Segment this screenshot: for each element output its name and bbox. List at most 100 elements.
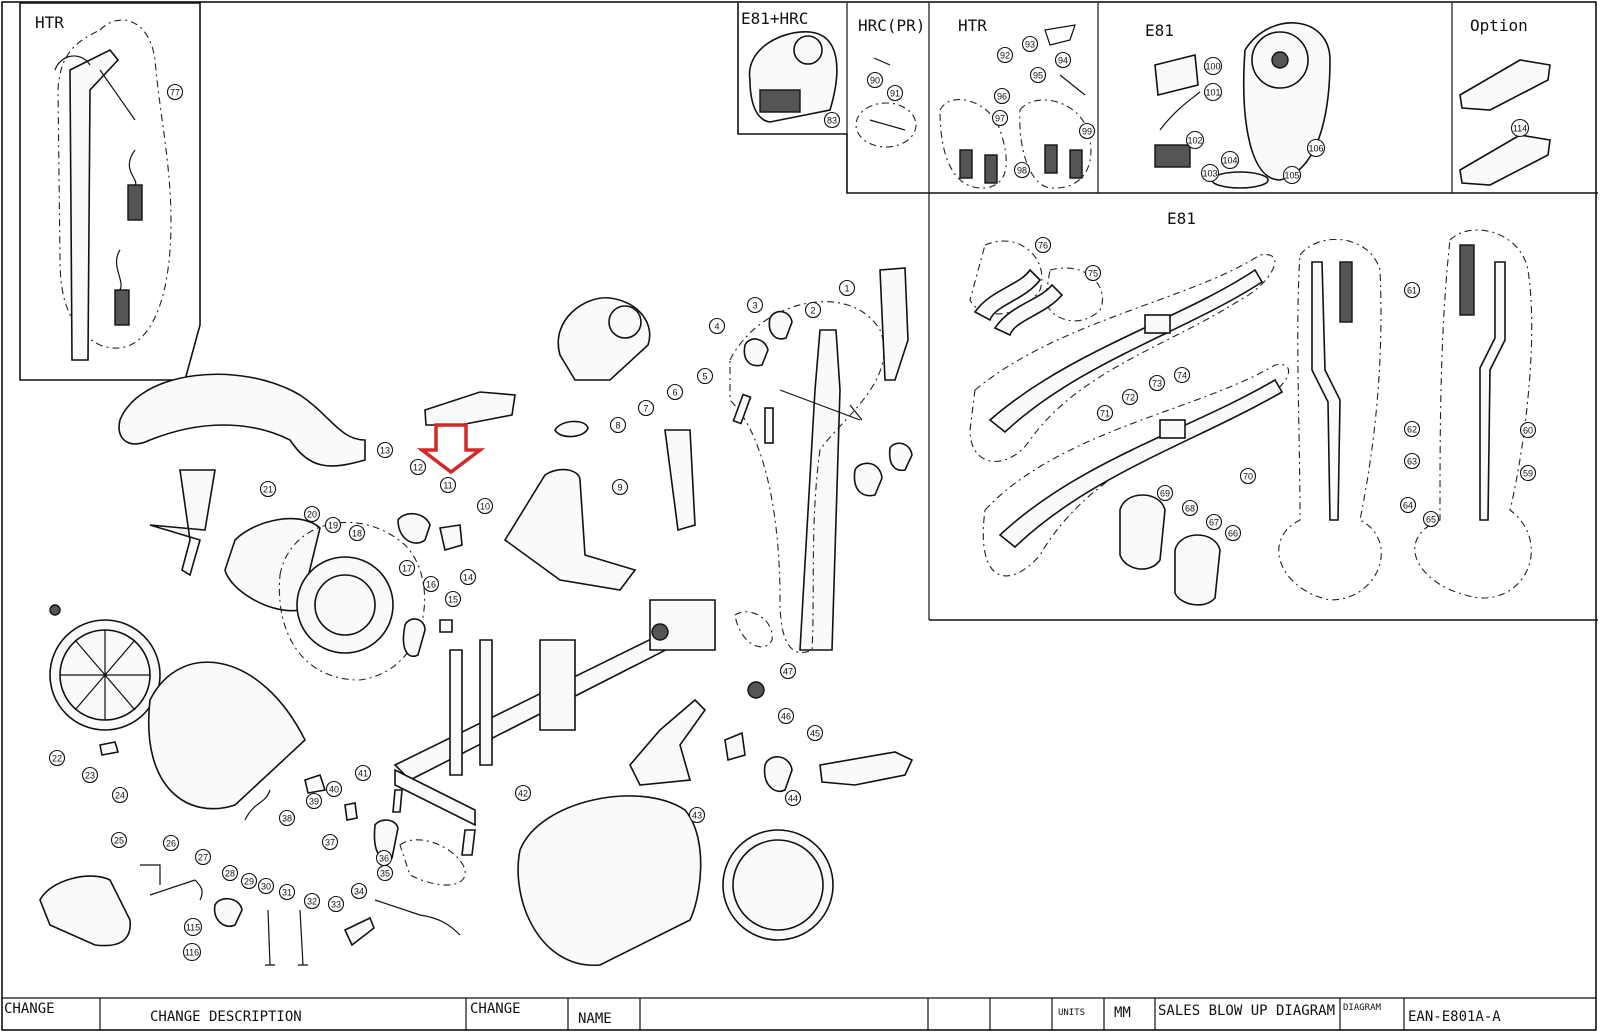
callout-circle xyxy=(1220,150,1240,170)
callout-95: 95 xyxy=(1029,66,1047,84)
callout-number: 19 xyxy=(328,521,338,531)
callout-circle xyxy=(1121,388,1139,406)
drawing-number: EAN-E801A-A xyxy=(1408,1009,1501,1025)
callout-34: 34 xyxy=(350,882,368,900)
callout-115: 115 xyxy=(183,917,203,937)
callout-102: 102 xyxy=(1185,130,1205,150)
callout-4: 4 xyxy=(708,317,726,335)
callout-number: 3 xyxy=(752,301,757,311)
callout-circle xyxy=(1203,56,1223,76)
callout-circle xyxy=(1282,165,1302,185)
callout-circle xyxy=(823,111,841,129)
callout-7: 7 xyxy=(637,399,655,417)
callout-64: 64 xyxy=(1399,496,1417,514)
callout-number: 70 xyxy=(1243,472,1253,482)
callout-number: 66 xyxy=(1228,529,1238,539)
callout-63: 63 xyxy=(1403,452,1421,470)
callout-circle xyxy=(637,399,655,417)
callout-circle xyxy=(1021,35,1039,53)
callout-number: 76 xyxy=(1038,241,1048,251)
callout-circle xyxy=(806,724,824,742)
callout-circle xyxy=(1399,496,1417,514)
callout-circle xyxy=(1185,130,1205,150)
hrc-pr-title: HRC(PR) xyxy=(858,16,925,35)
callout-circle xyxy=(866,71,884,89)
callout-circle xyxy=(784,789,802,807)
callout-number: 62 xyxy=(1407,425,1417,435)
callout-number: 43 xyxy=(692,811,702,821)
diagram-label: DIAGRAM xyxy=(1343,1003,1382,1013)
callout-circle xyxy=(321,833,339,851)
callout-number: 41 xyxy=(358,769,368,779)
callout-1: 1 xyxy=(838,279,856,297)
callout-number: 16 xyxy=(426,580,436,590)
callout-number: 47 xyxy=(783,667,793,677)
callout-41: 41 xyxy=(354,764,372,782)
callout-43: 43 xyxy=(688,806,706,824)
e81-main-title: E81 xyxy=(1167,209,1196,228)
callout-100: 100 xyxy=(1203,56,1223,76)
htr-top-title: HTR xyxy=(958,16,987,35)
callout-number: 77 xyxy=(170,88,180,98)
callout-circle xyxy=(1205,513,1223,531)
callout-60: 60 xyxy=(1519,421,1537,439)
callout-number: 69 xyxy=(1160,489,1170,499)
callout-circle xyxy=(350,882,368,900)
callout-circle xyxy=(1148,374,1166,392)
callout-circle xyxy=(166,83,184,101)
callout-circle xyxy=(1029,66,1047,84)
htr-left-title: HTR xyxy=(35,13,64,32)
callout-number: 38 xyxy=(282,814,292,824)
callout-circle xyxy=(354,764,372,782)
callout-number: 17 xyxy=(402,564,412,574)
callout-number: 95 xyxy=(1033,71,1043,81)
callout-number: 44 xyxy=(788,794,798,804)
callout-35: 35 xyxy=(376,864,394,882)
title-block: CHANGE CHANGE DESCRIPTION CHANGE NAME UN… xyxy=(2,997,1596,1030)
callout-circle xyxy=(194,848,212,866)
callout-number: 91 xyxy=(890,89,900,99)
callout-circle xyxy=(348,524,366,542)
callout-27: 27 xyxy=(194,848,212,866)
callout-circle xyxy=(804,301,822,319)
callout-circle xyxy=(779,662,797,680)
callout-12: 12 xyxy=(409,458,427,476)
callout-65: 65 xyxy=(1422,510,1440,528)
callout-circle xyxy=(111,786,129,804)
callout-circle xyxy=(303,892,321,910)
callout-circle xyxy=(1078,122,1096,140)
callout-116: 116 xyxy=(182,942,202,962)
callout-number: 13 xyxy=(380,446,390,456)
callout-circle xyxy=(991,109,1009,127)
callout-31: 31 xyxy=(278,883,296,901)
callout-73: 73 xyxy=(1148,374,1166,392)
callout-61: 61 xyxy=(1403,281,1421,299)
callout-114: 114 xyxy=(1510,118,1530,138)
callout-40: 40 xyxy=(325,780,343,798)
callout-circle xyxy=(422,575,440,593)
callout-number: 31 xyxy=(282,888,292,898)
callout-circle xyxy=(162,834,180,852)
callout-circle xyxy=(1239,467,1257,485)
callout-circle xyxy=(303,505,321,523)
callout-number: 29 xyxy=(244,877,254,887)
callout-circle xyxy=(81,766,99,784)
callout-number: 5 xyxy=(702,372,707,382)
callout-15: 15 xyxy=(444,590,462,608)
e81-hrc-title: E81+HRC xyxy=(741,9,808,28)
callout-circle xyxy=(514,784,532,802)
callout-number: 83 xyxy=(827,116,837,126)
callout-28: 28 xyxy=(221,864,239,882)
callout-circle xyxy=(240,872,258,890)
callout-circle xyxy=(1156,484,1174,502)
callout-99: 99 xyxy=(1078,122,1096,140)
callout-number: 20 xyxy=(307,510,317,520)
units-label: UNITS xyxy=(1058,1008,1085,1018)
units-value: MM xyxy=(1114,1005,1131,1021)
name-label: NAME xyxy=(578,1011,612,1027)
callout-number: 7 xyxy=(643,404,648,414)
e81-top-title: E81 xyxy=(1145,21,1174,40)
